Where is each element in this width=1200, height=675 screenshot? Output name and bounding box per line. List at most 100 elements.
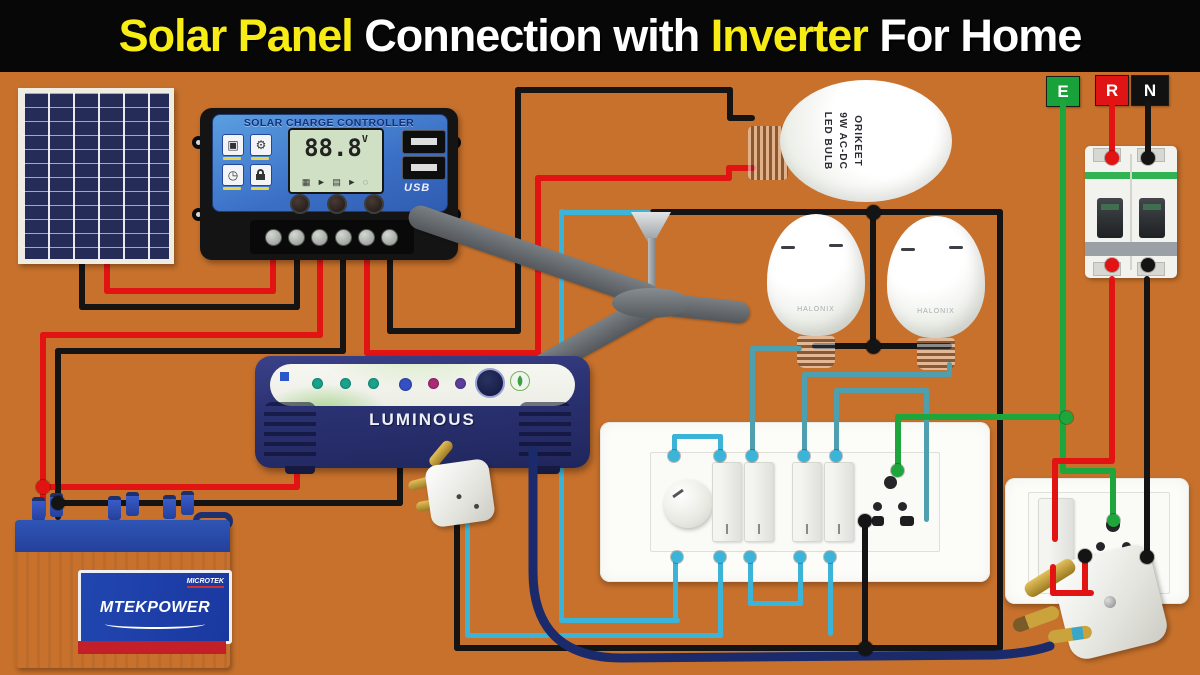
wire-mcb-live-out [1109, 276, 1115, 462]
mcb-circuit-breaker [1085, 146, 1177, 278]
wire-bulb-neutral-link [870, 209, 876, 349]
wire-battery-positive [40, 332, 46, 518]
wire-load-positive [535, 175, 732, 181]
wire-ac-neutral-run [454, 645, 1003, 651]
inverter-brand: LUMINOUS [369, 410, 476, 429]
usb-label: USB [404, 182, 431, 194]
bulb-glass [780, 80, 952, 202]
lcd-voltage-unit: V [361, 134, 368, 145]
wire-earth-wire [895, 414, 1066, 420]
wire-panel-negative [79, 256, 85, 310]
battery-terminal-cap [181, 491, 194, 515]
lock-icon [250, 164, 272, 186]
wire-plug-switch-wire [465, 520, 470, 636]
mcb-divider [1130, 154, 1132, 270]
battery-brand: MTEKPOWER [99, 599, 211, 616]
fan-motor-hub [612, 288, 690, 318]
icon-caption [251, 157, 269, 160]
bulb-vent [829, 244, 843, 247]
wire-mcb-live-out [1052, 458, 1115, 464]
solar-panel [18, 88, 174, 264]
wire-load-negative [727, 87, 733, 121]
battery-terminal-cap [108, 496, 121, 520]
status-led [428, 378, 439, 389]
mcb-switch-toggle [1097, 198, 1123, 238]
inverter-input-plug [423, 457, 497, 529]
status-led [368, 378, 379, 389]
inverter-foot [530, 466, 560, 474]
inverter-vent [264, 402, 316, 462]
settings-gear-icon: ⚙ [250, 134, 272, 156]
dc-led-bulb: ORIKEET 9W AC-DC LED BULB [746, 76, 956, 206]
junction-dot [865, 204, 881, 220]
ac-led-bulb-2: HALONIX [887, 216, 985, 376]
status-led [340, 378, 351, 389]
mcb-terminal [1093, 148, 1121, 162]
bulb-base [797, 336, 835, 368]
ac-led-bulb-1: HALONIX [767, 214, 865, 374]
wire-socket-switch-wire [834, 388, 929, 393]
mcb-terminal [1137, 148, 1165, 162]
switch-rocker [792, 462, 822, 542]
wire-battery-positive [40, 484, 300, 490]
bulb-vent [901, 248, 915, 251]
status-led [455, 378, 466, 389]
earth-label: E [1046, 76, 1080, 107]
wire-load-negative [387, 250, 393, 334]
wire-battery-positive [317, 250, 323, 338]
switch-rocker [824, 462, 854, 542]
controller-up-button [327, 194, 347, 214]
socket-pin-hole [898, 502, 907, 511]
switch-rocker [744, 462, 774, 542]
mcb-switch-toggle [1139, 198, 1165, 238]
title-part: Connection with [364, 10, 711, 61]
lcd-status-icons: ▦ ► ▤ ► ◌ [301, 177, 371, 187]
inverter-foot [285, 466, 315, 474]
battery-terminal-cap [32, 497, 45, 521]
controller-terminal-strip [250, 220, 414, 254]
lcd-voltage-value: 88.8V [304, 134, 368, 162]
bulb-brand: HALONIX [917, 308, 955, 315]
timer-clock-icon: ◷ [222, 164, 244, 186]
wire-fan-switch-wire [559, 618, 680, 623]
bulb-label-line: ORIKEET [852, 115, 864, 167]
wire-load-positive [726, 165, 732, 181]
battery-maker: MICROTEK [186, 578, 224, 588]
controller-down-button [364, 194, 384, 214]
wire-battery-negative [55, 348, 346, 354]
icon-caption [223, 157, 241, 160]
icon-caption [251, 187, 269, 190]
bulb-glass: HALONIX [767, 214, 865, 336]
battery-terminal-cap [50, 493, 63, 517]
eco-leaf-icon [510, 371, 530, 391]
power-button [475, 368, 505, 398]
fan-rod [648, 238, 656, 292]
inverter-logo [280, 372, 289, 381]
battery-top [15, 520, 230, 552]
title-part: Inverter [710, 10, 880, 61]
title-part: For Home [879, 10, 1082, 61]
terminal-screw [311, 229, 328, 246]
inverter-vent [519, 402, 571, 462]
socket-pin-hole [873, 502, 882, 511]
wire-load-positive [364, 250, 370, 356]
menu-icon: ▣ [222, 134, 244, 156]
icon-caption [223, 187, 241, 190]
socket-earth-hole [1106, 518, 1120, 532]
wire-load-negative [515, 87, 521, 334]
usb-port [402, 130, 446, 154]
mcb-terminal [1137, 262, 1165, 276]
terminal-screw [381, 229, 398, 246]
bulb-base [917, 338, 955, 370]
battery-terminal-cap [126, 492, 139, 516]
fan-dimmer-knob [664, 480, 712, 528]
plug-screw [473, 503, 480, 510]
terminal-screw [265, 229, 282, 246]
controller-lcd: 88.8V ▦ ► ▤ ► ◌ [288, 128, 384, 194]
junction-dot [1059, 410, 1073, 424]
wire-ac-neutral-run [997, 209, 1003, 651]
terminal-screw [288, 229, 305, 246]
bulb-vent [781, 246, 795, 249]
socket-slot [900, 516, 914, 526]
title-part: Solar Panel [118, 10, 365, 61]
